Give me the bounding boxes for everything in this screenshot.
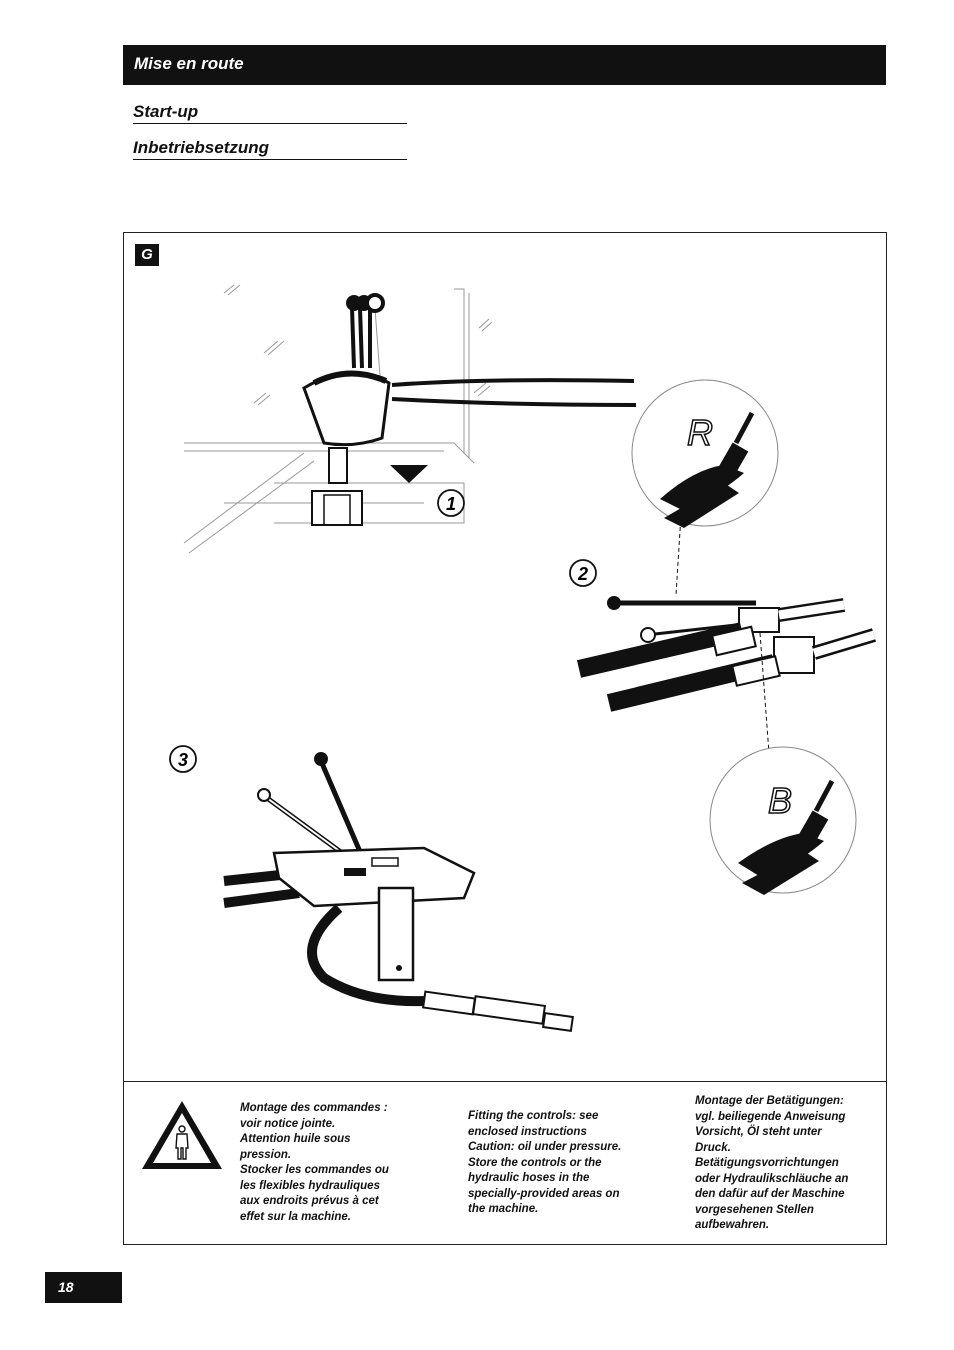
subtitle-german: Inbetriebsetzung <box>133 137 407 160</box>
note-english: Fitting the controls: see enclosed instr… <box>468 1110 622 1215</box>
installation-illustration: 1 2 3 R B <box>169 284 877 1033</box>
callout-b <box>709 746 857 895</box>
subtitle-english: Start-up <box>133 101 407 124</box>
paintbrush-icon <box>660 411 755 528</box>
warning-person-icon <box>142 1101 222 1169</box>
step-1-label: 1 <box>446 494 456 514</box>
step-3-label: 3 <box>178 750 188 770</box>
page-number: 18 <box>45 1272 122 1303</box>
note-german: Montage der Betätigungen: vgl. beiliegen… <box>695 1095 849 1231</box>
hydraulic-block-step-2 <box>576 498 877 754</box>
note-french: Montage des commandes : voir notice join… <box>240 1102 389 1223</box>
callout-letter-r: R <box>687 412 713 453</box>
step-2-label: 2 <box>577 564 588 584</box>
control-unit-step-1 <box>302 293 637 526</box>
figure-tag: G <box>135 244 159 266</box>
figure-divider <box>124 1081 886 1082</box>
section-header: Mise en route <box>123 45 886 85</box>
arrow-down-icon <box>390 465 428 483</box>
figure-g: G <box>123 232 887 1245</box>
cab-wall-drawing <box>183 284 493 554</box>
callout-r <box>631 379 779 528</box>
storage-bracket-step-3 <box>223 752 574 1033</box>
paintbrush-icon <box>738 779 835 895</box>
section-title: Mise en route <box>134 54 244 73</box>
callout-letter-b: B <box>768 780 792 821</box>
